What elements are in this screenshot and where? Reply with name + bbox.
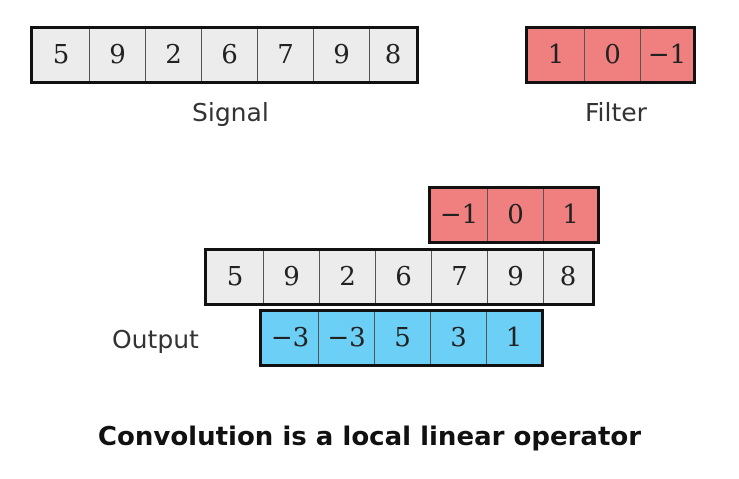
signal-cell: 7 (257, 29, 313, 81)
output-cell: 3 (430, 312, 486, 364)
filter-array: 1 0 −1 (525, 26, 696, 84)
filter-label: Filter (585, 98, 647, 127)
aligned-signal-array: 5 9 2 6 7 9 8 (204, 248, 595, 306)
aligned-signal-cell: 9 (263, 251, 319, 303)
output-label: Output (112, 325, 199, 354)
signal-array: 5 9 2 6 7 9 8 (30, 26, 419, 84)
aligned-signal-cell: 9 (487, 251, 543, 303)
output-cell: −3 (262, 312, 318, 364)
flipped-filter-cell: 1 (543, 189, 597, 241)
signal-cell: 6 (201, 29, 257, 81)
signal-cell: 9 (89, 29, 145, 81)
flipped-filter-cell: 0 (487, 189, 543, 241)
output-cell: −3 (318, 312, 374, 364)
signal-label: Signal (192, 98, 269, 127)
aligned-signal-cell: 2 (319, 251, 375, 303)
output-array: −3 −3 5 3 1 (259, 309, 544, 367)
aligned-signal-cell: 6 (375, 251, 431, 303)
filter-cell: 0 (584, 29, 640, 81)
flipped-filter-array: −1 0 1 (428, 186, 600, 244)
output-cell: 1 (486, 312, 541, 364)
caption: Convolution is a local linear operator (97, 422, 642, 452)
filter-cell: 1 (528, 29, 584, 81)
aligned-signal-cell: 8 (543, 251, 592, 303)
signal-cell: 2 (145, 29, 201, 81)
signal-cell: 9 (313, 29, 369, 81)
output-cell: 5 (374, 312, 430, 364)
flipped-filter-cell: −1 (431, 189, 487, 241)
aligned-signal-cell: 5 (207, 251, 263, 303)
aligned-signal-cell: 7 (431, 251, 487, 303)
signal-cell: 8 (369, 29, 416, 81)
filter-cell: −1 (640, 29, 693, 81)
signal-cell: 5 (33, 29, 89, 81)
